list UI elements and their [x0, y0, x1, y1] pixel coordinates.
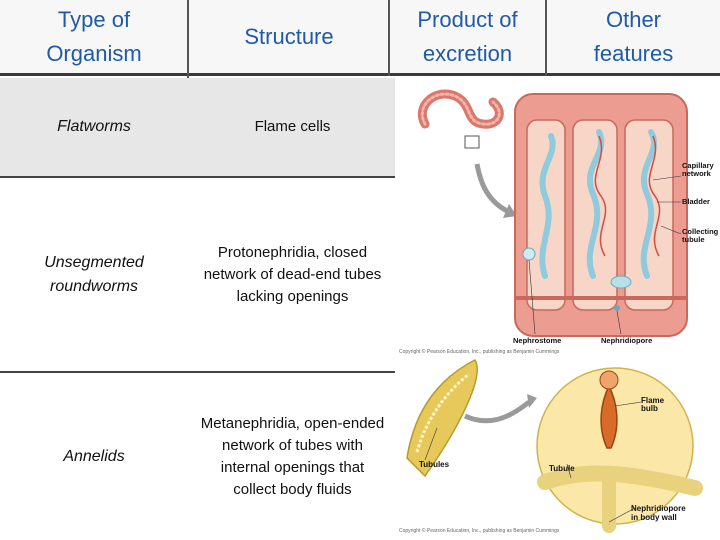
column-divider — [388, 0, 390, 76]
leader-line — [608, 507, 636, 523]
nephridium-tubule — [539, 133, 556, 279]
label-collecting-tubule: Collecting tubule — [682, 227, 719, 244]
bottom-copyright: Copyright © Pearson Education, Inc., pub… — [399, 528, 560, 534]
arrow-head-icon — [527, 394, 537, 408]
top-copyright: Copyright © Pearson Education, Inc., pub… — [399, 349, 560, 355]
nephridium-tubule — [586, 129, 605, 279]
flatworm-diagram — [406, 359, 703, 533]
label-nephridiopore-body-wall: Nephridiopore in body wall — [631, 504, 686, 522]
nephridium-tubule — [640, 129, 658, 279]
column-divider — [545, 0, 547, 76]
label-bladder: Bladder — [682, 197, 710, 206]
flatworm-body — [406, 359, 478, 478]
leader-line — [566, 463, 572, 479]
structure-cell: Flame cells — [254, 118, 331, 135]
header-product-of-excretion: Product of excretion — [417, 6, 518, 66]
table-header: Type of Organism Structure Product of ex… — [0, 0, 720, 76]
illustration-svg — [406, 89, 703, 533]
table-row: Annelids Metanephridia, open-ended netwo… — [0, 373, 395, 540]
header-other-features: Other features — [593, 6, 674, 66]
bladder — [610, 275, 632, 289]
header-structure: Structure — [244, 23, 334, 49]
structure-cell: Metanephridia, open-ended network of tub… — [200, 414, 385, 498]
header-type-of-organism: Type of Organism — [46, 6, 142, 66]
label-capillary-network: Capillary network — [682, 161, 714, 178]
earthworm-segments — [420, 92, 501, 126]
label-flame-bulb: Flame bulb — [641, 396, 665, 413]
leader-line — [616, 310, 622, 335]
excretory-systems-illustration: Capillary network Bladder Collecting tub… — [395, 76, 720, 540]
flame-cell-nucleus — [599, 370, 619, 390]
label-tubules: Tubules — [419, 460, 450, 469]
label-nephridiopore: Nephridiopore — [601, 336, 653, 345]
leader-line — [528, 259, 536, 335]
nephridiopore — [614, 305, 620, 311]
capillary-network — [594, 135, 607, 257]
organism-cell: Annelids — [63, 447, 125, 465]
leader-line — [652, 175, 682, 181]
nephrostome — [522, 247, 536, 261]
label-nephrostome: Nephrostome — [513, 336, 562, 345]
leader-line — [424, 427, 438, 461]
leader-line — [660, 225, 682, 235]
zoom-arrow — [474, 163, 511, 215]
capillary-network — [648, 135, 661, 257]
arrow-head-icon — [503, 204, 517, 218]
table-row: Unsegmented roundworms Protonephridia, c… — [0, 178, 395, 373]
zoom-box — [464, 135, 480, 149]
structure-cell: Protonephridia, closed network of dead-e… — [203, 243, 382, 305]
organism-cell: Flatworms — [57, 118, 131, 135]
leader-line — [614, 401, 642, 407]
earthworm-diagram — [417, 89, 688, 337]
label-tubule: Tubule — [549, 464, 575, 473]
zoom-arrow — [463, 400, 531, 424]
table-row: Flatworms Flame cells — [0, 78, 395, 178]
organism-cell: Unsegmented roundworms — [44, 253, 144, 295]
flatworm-tubules — [415, 372, 470, 453]
